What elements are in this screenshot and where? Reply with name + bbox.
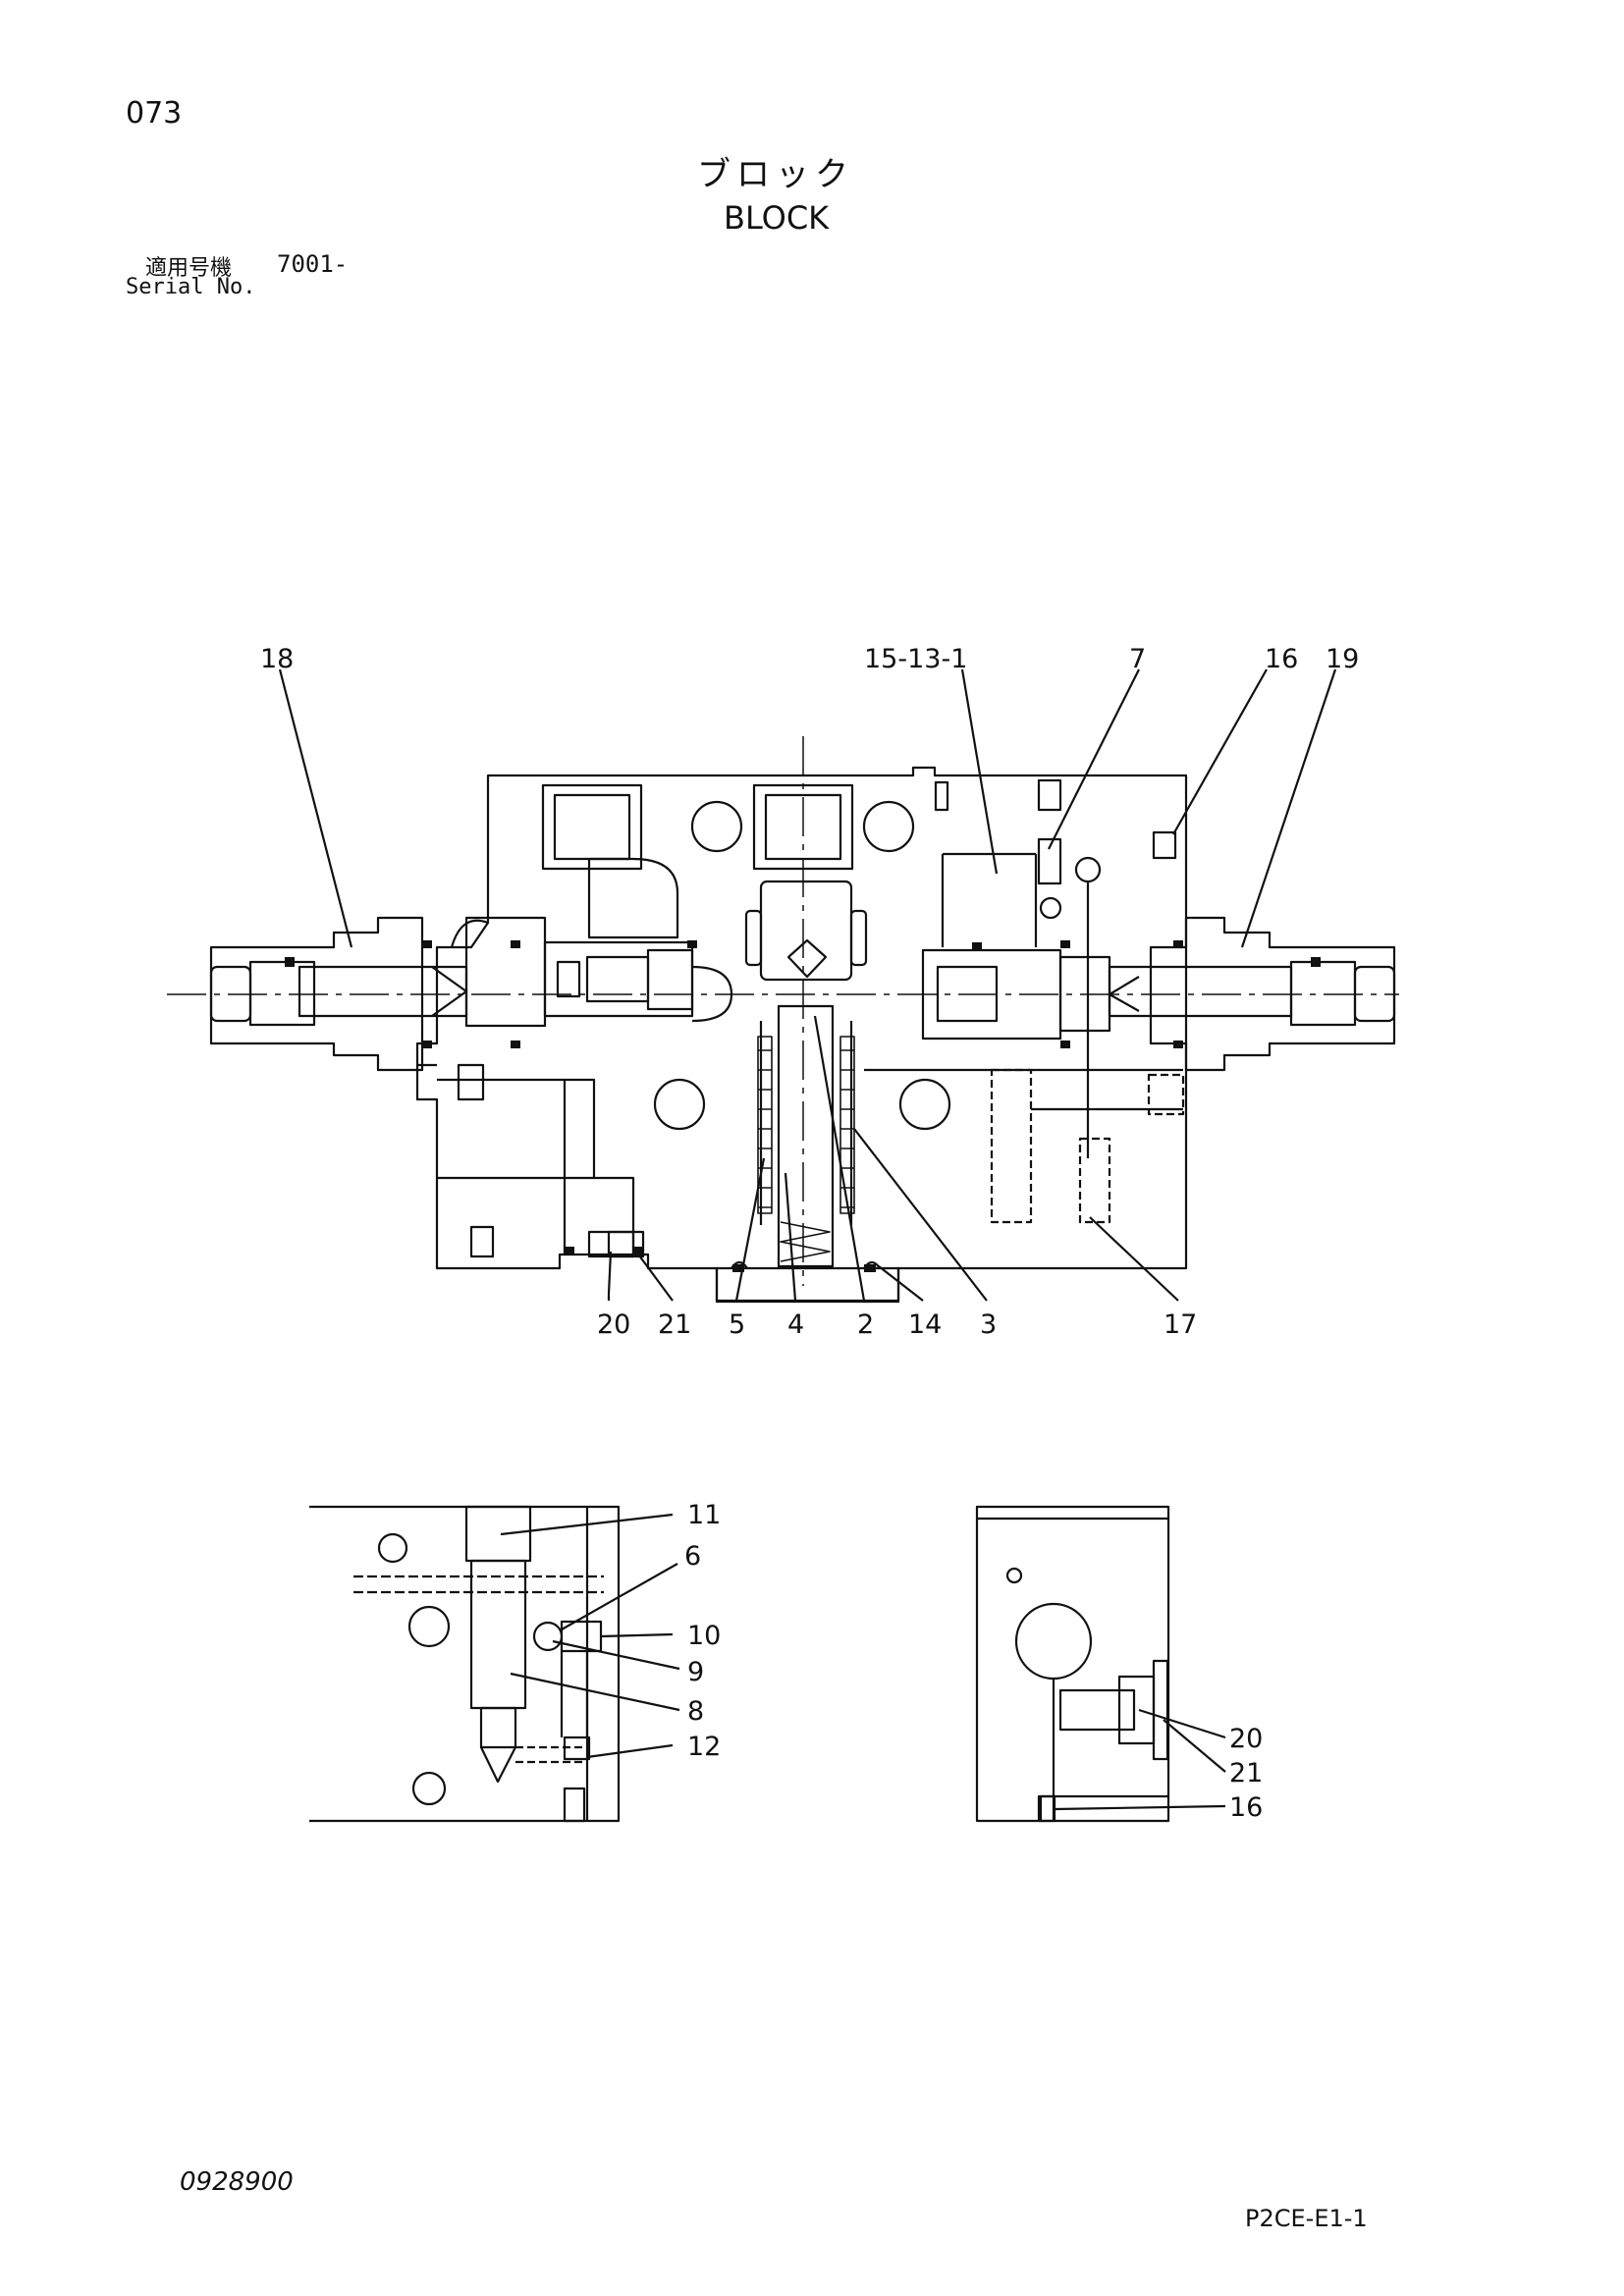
callout-16: 16: [1265, 644, 1298, 674]
document-number: 0928900: [180, 2167, 294, 2197]
callout-12: 12: [687, 1732, 721, 1762]
callout-4: 4: [787, 1309, 804, 1340]
callout-6: 6: [684, 1541, 701, 1572]
callout-9: 9: [687, 1657, 704, 1687]
callout-11: 11: [687, 1500, 721, 1530]
serial-number-value: 7001-: [277, 250, 349, 278]
detail-right-callouts: 20 21 16: [1229, 1724, 1263, 1823]
callout-21: 21: [658, 1309, 691, 1340]
callout-20: 20: [597, 1309, 630, 1340]
detail-view-right: [975, 1505, 1226, 1823]
callout-8: 8: [687, 1696, 704, 1727]
callout-5: 5: [729, 1309, 745, 1340]
title-japanese: ブロック: [697, 155, 854, 194]
title-english: BLOCK: [724, 199, 830, 237]
detail-left-callouts: 11 6 10 9 8 12: [684, 1500, 721, 1762]
callout-19: 19: [1326, 644, 1359, 674]
callout-21-detail: 21: [1229, 1758, 1263, 1789]
callout-15-13-1: 15-13-1: [864, 644, 967, 674]
sheet-code: P2CE-E1-1: [1245, 2205, 1368, 2232]
callout-14: 14: [908, 1309, 942, 1340]
serial-label-english: Serial No.: [126, 275, 256, 299]
callout-10: 10: [687, 1621, 721, 1651]
main-callouts: 18 15-13-1 7 16 19 20 21 5 4 2 14 3 17: [260, 644, 1359, 1340]
page-number: 073: [126, 96, 183, 131]
callout-16-detail: 16: [1229, 1792, 1263, 1823]
callout-20-detail: 20: [1229, 1724, 1263, 1754]
callout-18: 18: [260, 644, 294, 674]
callout-3: 3: [980, 1309, 997, 1340]
callout-7: 7: [1129, 644, 1146, 674]
callout-17: 17: [1164, 1309, 1197, 1340]
serial-label-japanese: 適用号機: [145, 256, 233, 281]
callout-2: 2: [857, 1309, 874, 1340]
main-section-view: [167, 668, 1399, 1304]
detail-view-left: [309, 1505, 680, 1823]
